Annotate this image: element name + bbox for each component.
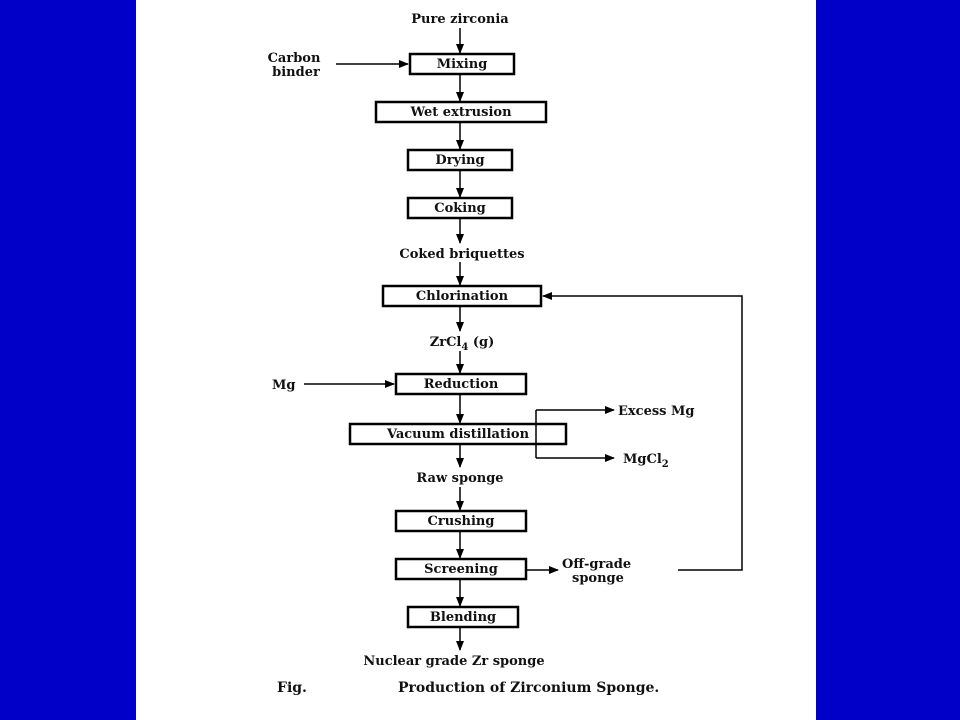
step-wet-extrusion: Wet extrusion xyxy=(409,105,512,120)
box-wet-extrusion xyxy=(374,100,548,124)
step-coking: Coking xyxy=(434,201,486,216)
step-vacuum-distillation: Vacuum distillation xyxy=(386,427,530,442)
box-blending xyxy=(406,605,520,629)
output-offgrade-line1: Off-grade xyxy=(562,557,631,572)
box-screening xyxy=(394,557,528,581)
box-reduction xyxy=(394,372,528,396)
step-drying: Drying xyxy=(435,153,484,168)
input-mg: Mg xyxy=(272,378,295,393)
intermediate-coked-briquettes: Coked briquettes xyxy=(399,247,524,262)
output-excess-mg: Excess Mg xyxy=(618,404,695,419)
intermediate-raw-sponge: Raw sponge xyxy=(416,471,503,486)
input-carbon-label: Carbon xyxy=(268,51,321,66)
output-mgcl2: MgCl2 xyxy=(623,452,669,470)
input-pure-zirconia: Pure zirconia xyxy=(411,12,509,27)
box-vacuum-distillation xyxy=(348,422,568,446)
step-mixing: Mixing xyxy=(437,57,488,72)
caption-title: Production of Zirconium Sponge. xyxy=(398,680,659,696)
caption-label: Fig. xyxy=(277,680,307,696)
step-chlorination: Chlorination xyxy=(416,289,509,304)
step-screening: Screening xyxy=(424,562,498,577)
input-binder-label: binder xyxy=(272,65,320,80)
box-mixing xyxy=(408,52,516,76)
recycle-loop-line xyxy=(542,292,743,571)
step-crushing: Crushing xyxy=(428,514,495,529)
box-crushing xyxy=(394,509,528,533)
output-offgrade-line2: sponge xyxy=(572,571,624,586)
intermediate-zrcl4: ZrCl4 (g) xyxy=(430,335,495,353)
output-nuclear-grade-sponge: Nuclear grade Zr sponge xyxy=(363,654,544,669)
document-page: Pure zirconia Carbon binder Mixing Wet e… xyxy=(136,0,816,720)
step-reduction: Reduction xyxy=(424,377,499,392)
step-blending: Blending xyxy=(430,610,496,625)
box-chlorination xyxy=(381,284,543,308)
zirconium-flow-diagram: Pure zirconia Carbon binder Mixing Wet e… xyxy=(268,12,743,696)
